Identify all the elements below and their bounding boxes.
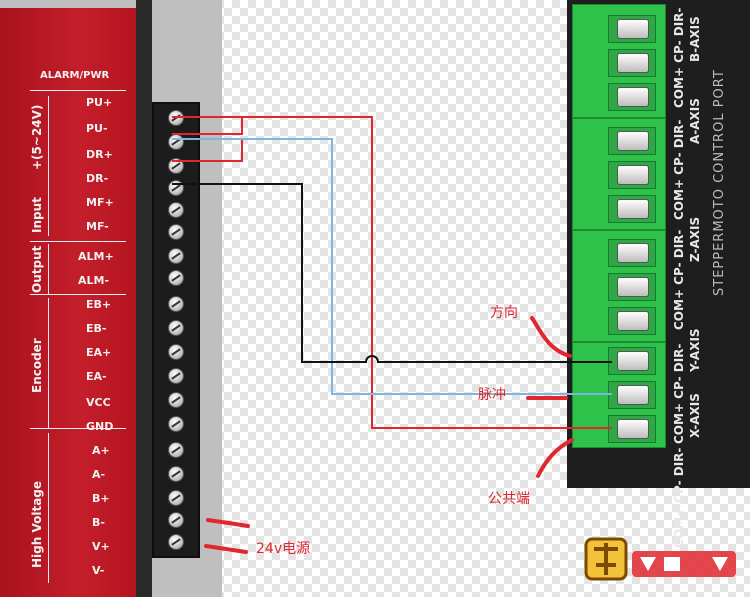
pin-label: A+: [92, 444, 110, 457]
terminal-screw: [168, 270, 184, 286]
pin-label: MF+: [86, 196, 114, 209]
terminal-socket: [608, 161, 656, 189]
pulse-wire: [172, 138, 612, 395]
divider: [30, 428, 126, 429]
direction-pointer: [530, 316, 572, 358]
pin-label: PU-: [86, 122, 108, 135]
terminal-block-y-axis: [572, 230, 666, 342]
terminal-socket: [608, 127, 656, 155]
terminal-socket: [608, 381, 656, 409]
terminal-screw: [168, 392, 184, 408]
pin-label: B-: [92, 516, 105, 529]
pin-label: ALM-: [78, 274, 110, 287]
power-pointer-2: [204, 544, 248, 554]
alarm-pwr-label: ALARM/PWR: [40, 70, 110, 81]
terminal-screw: [168, 296, 184, 312]
pin-label: EB-: [86, 322, 107, 335]
terminal-socket: [608, 415, 656, 443]
watermark-logo: [584, 537, 736, 581]
terminal-screw: [168, 490, 184, 506]
driver-terminal-block: [152, 102, 200, 558]
divider: [48, 298, 49, 428]
pin-label: EA+: [86, 346, 112, 359]
divider: [48, 244, 49, 294]
pin-label: A-: [92, 468, 106, 481]
terminal-socket: [608, 195, 656, 223]
terminal-screw: [168, 202, 184, 218]
terminal-block-b-axis: [572, 4, 666, 118]
power-pointer-1: [206, 518, 250, 528]
common-annotation: 公共端: [488, 491, 530, 507]
pin-label: B+: [92, 492, 110, 505]
pin-label: ALM+: [78, 250, 114, 263]
terminal-socket: [608, 239, 656, 267]
pin-label: DR-: [86, 172, 109, 185]
terminal-screw: [168, 442, 184, 458]
pin-label: MF-: [86, 220, 109, 233]
direction-wire: [172, 183, 612, 363]
terminal-block-a-axis: [572, 118, 666, 230]
divider: [30, 241, 126, 242]
common-wire: [172, 116, 612, 429]
pin-label: V+: [92, 540, 110, 553]
terminal-screw: [168, 416, 184, 432]
pin-label: EA-: [86, 370, 107, 383]
terminal-screw: [168, 248, 184, 264]
terminal-screw: [168, 512, 184, 528]
terminal-socket: [608, 15, 656, 43]
driver-terminal-rail: [136, 0, 152, 597]
terminal-screw: [168, 344, 184, 360]
pin-label: EB+: [86, 298, 112, 311]
terminal-screw: [168, 320, 184, 336]
pin-label: VCC: [86, 396, 111, 409]
direction-annotation: 方向: [490, 305, 518, 321]
power-annotation: 24v电源: [256, 541, 311, 557]
terminal-screw: [168, 224, 184, 240]
pulse-annotation: 脉冲: [478, 387, 506, 403]
terminal-block-x-axis: [572, 342, 666, 448]
stepper-driver-photo: ALARM/PWR +(5~24V) Input Output Encoder …: [0, 0, 222, 597]
divider: [30, 294, 126, 295]
terminal-screw: [168, 368, 184, 384]
divider: [48, 433, 49, 583]
terminal-socket: [608, 307, 656, 335]
pin-label: PU+: [86, 96, 113, 109]
divider: [30, 90, 126, 91]
terminal-socket: [608, 49, 656, 77]
divider: [48, 96, 49, 236]
terminal-screw: [168, 534, 184, 550]
terminal-socket: [608, 83, 656, 111]
pin-label: V-: [92, 564, 105, 577]
common-pointer: [536, 438, 574, 478]
terminal-socket: [608, 273, 656, 301]
terminal-screw: [168, 466, 184, 482]
pin-label: GND: [86, 420, 114, 433]
driver-body: ALARM/PWR +(5~24V) Input Output Encoder …: [0, 8, 136, 597]
pin-label: DR+: [86, 148, 113, 161]
